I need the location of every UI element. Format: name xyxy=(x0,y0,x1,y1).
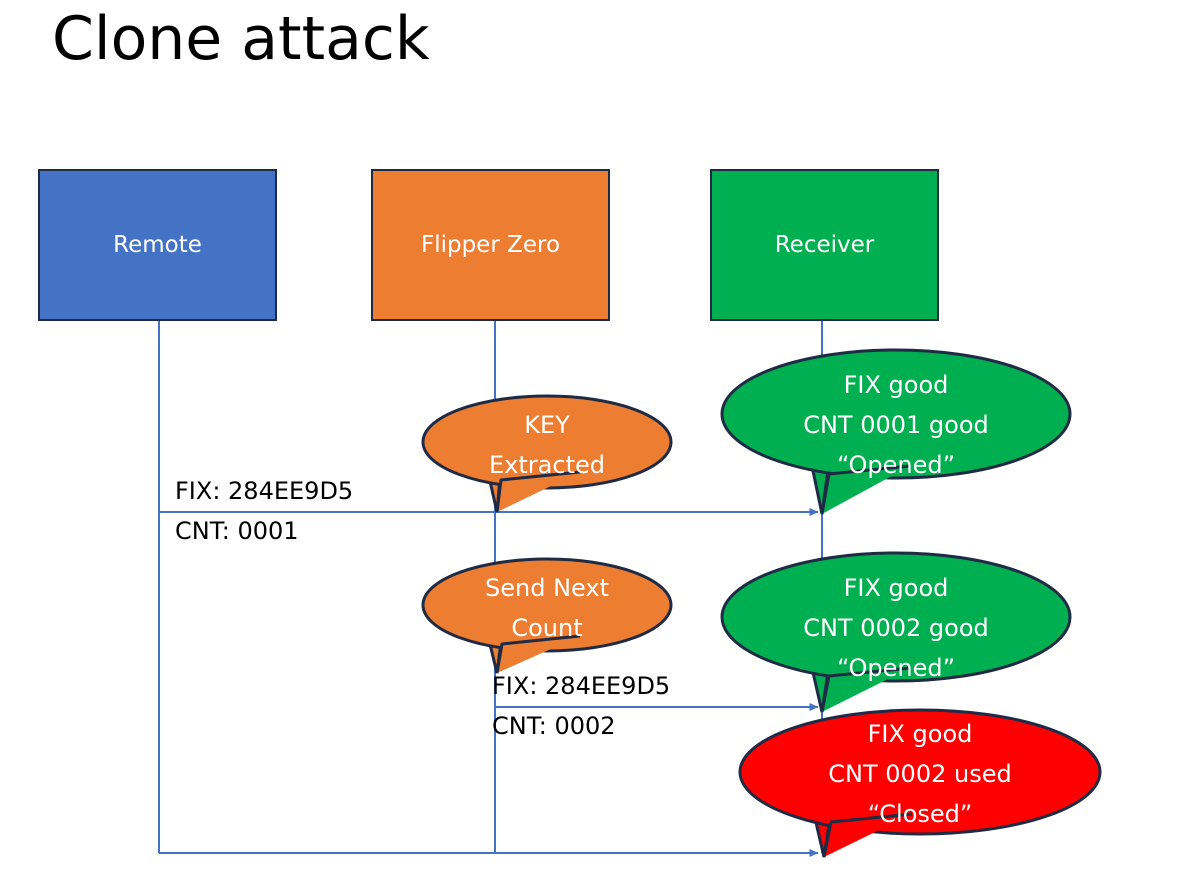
actor-box-receiver[interactable]: Receiver xyxy=(710,169,939,321)
speech-bubble-key-extracted xyxy=(421,394,673,513)
actor-label-flipper: Flipper Zero xyxy=(420,232,561,258)
message-label-1-fix: FIX: 284EE9D5 xyxy=(175,477,354,505)
message-label-2-cnt: CNT: 0002 xyxy=(492,712,616,740)
actor-box-flipper[interactable]: Flipper Zero xyxy=(371,169,610,321)
actor-box-remote[interactable]: Remote xyxy=(38,169,277,321)
speech-bubble-receiver-ack-1 xyxy=(720,348,1072,515)
message-label-2-fix: FIX: 284EE9D5 xyxy=(492,672,671,700)
actor-label-receiver: Receiver xyxy=(774,232,875,258)
speech-bubble-receiver-ack-2 xyxy=(720,551,1072,713)
page-title: Clone attack xyxy=(52,4,430,74)
actor-label-remote: Remote xyxy=(113,232,202,258)
speech-bubble-receiver-reject xyxy=(738,708,1102,858)
message-label-1-cnt: CNT: 0001 xyxy=(175,517,299,545)
speech-bubble-send-next-count xyxy=(421,557,673,674)
